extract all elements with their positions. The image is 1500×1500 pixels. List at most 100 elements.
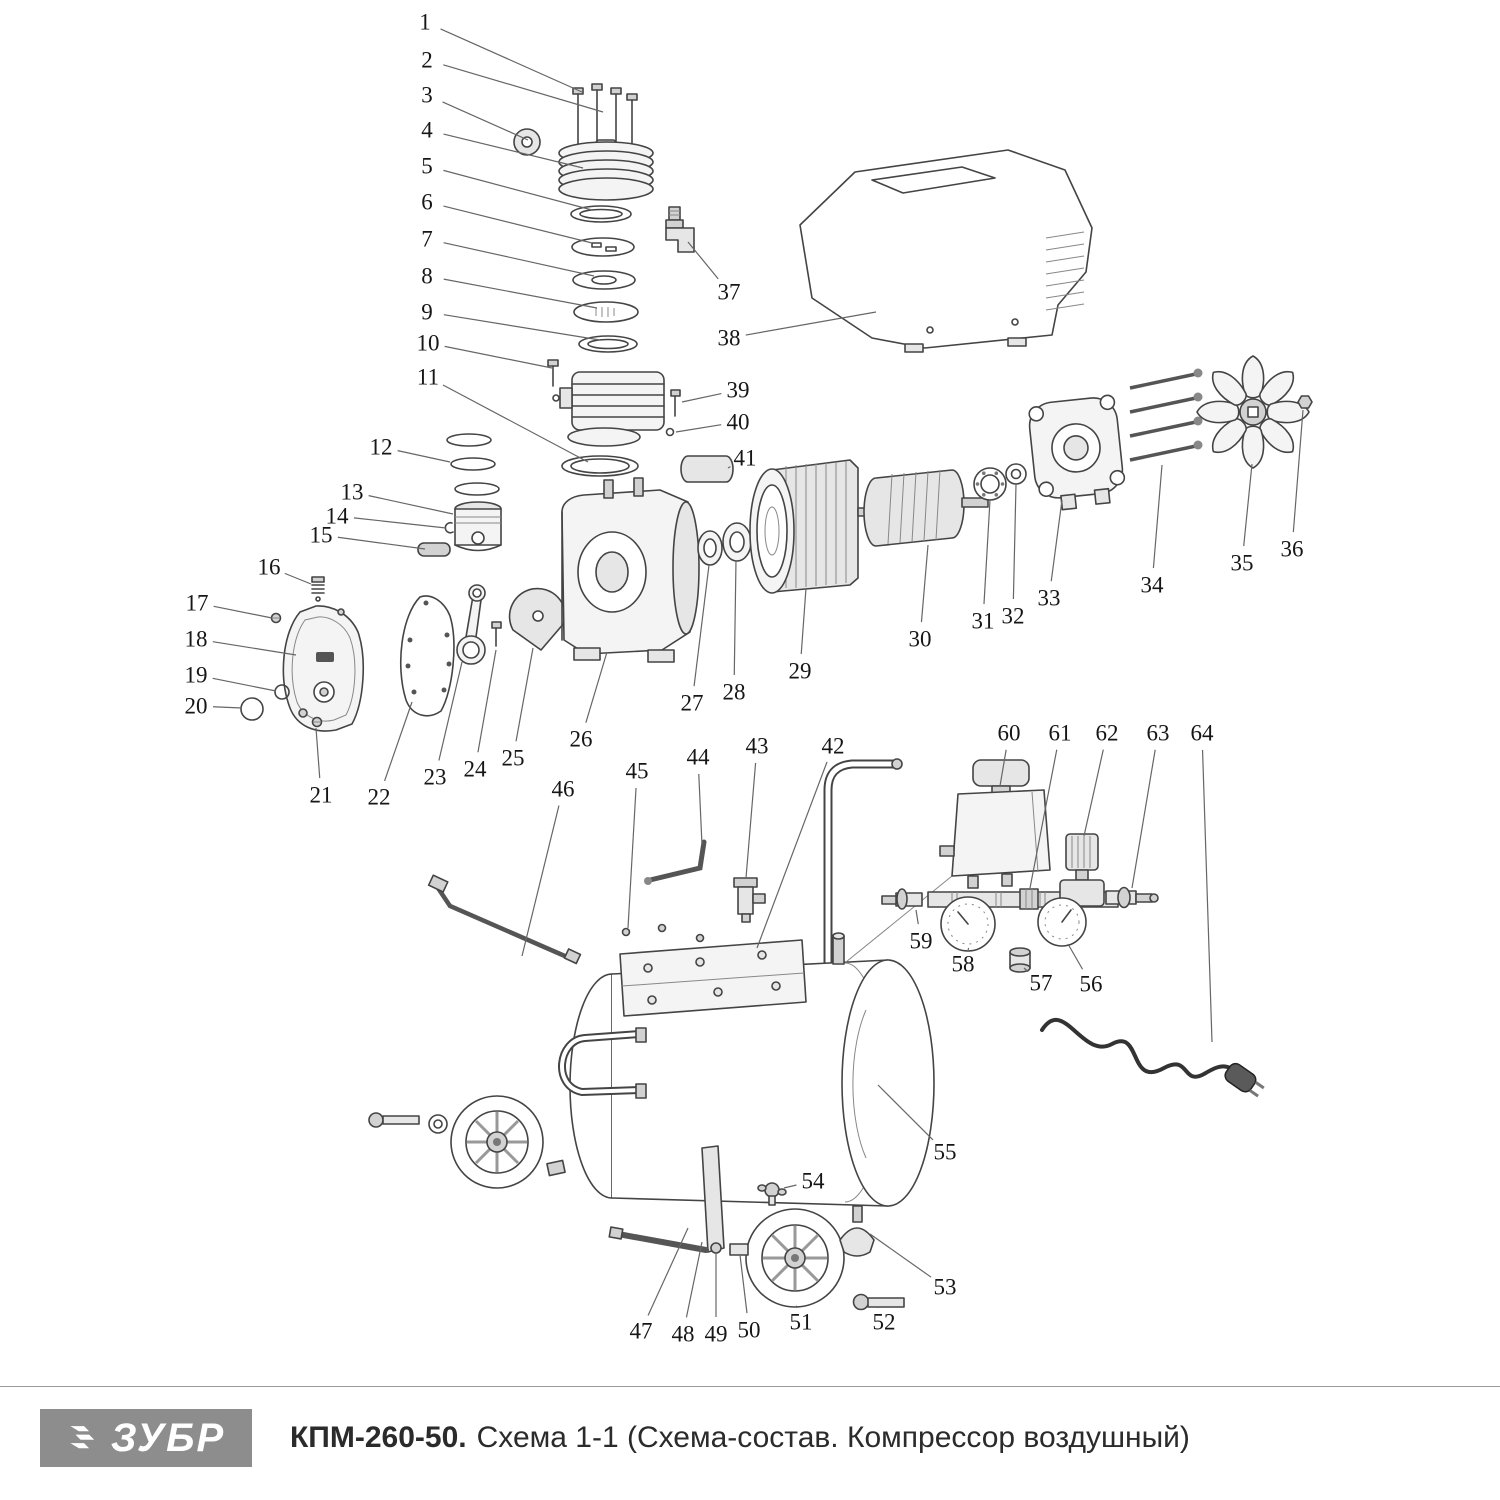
callout-number-6: 6 — [421, 190, 433, 215]
crankcase-group — [240, 584, 567, 732]
callout-number-40: 40 — [727, 410, 750, 435]
callout-line-56 — [1067, 943, 1084, 970]
pump-housing-group — [561, 477, 752, 663]
callout-number-17: 17 — [186, 591, 209, 616]
callout-line-37 — [687, 241, 719, 280]
scheme-label: Схема 1-1 (Схема-состав. Компрессор возд… — [476, 1421, 1190, 1454]
callout-line-45 — [627, 787, 637, 929]
callout-number-2: 2 — [421, 48, 433, 73]
callout-line-33 — [1050, 499, 1063, 582]
callout-line-11 — [442, 384, 589, 463]
pump-head-group — [513, 83, 734, 483]
callout-line-10 — [444, 345, 553, 369]
callout-line-31 — [983, 499, 991, 605]
callout-number-5: 5 — [421, 154, 433, 179]
callout-line-64 — [1201, 749, 1213, 1043]
callout-number-8: 8 — [421, 264, 433, 289]
callout-line-61 — [1029, 749, 1058, 889]
callout-line-19 — [212, 677, 277, 692]
footer: ЗУБР КПМ-260-50.Схема 1-1 (Схема-состав.… — [0, 1386, 1500, 1467]
callout-line-14 — [353, 517, 447, 529]
callout-number-46: 46 — [552, 777, 575, 802]
callout-line-1 — [440, 28, 583, 93]
tank-group — [368, 758, 953, 1311]
callout-number-25: 25 — [502, 746, 525, 771]
callout-number-23: 23 — [424, 765, 447, 790]
callout-line-39 — [681, 392, 722, 403]
callout-line-48 — [685, 1241, 703, 1318]
callout-line-58 — [967, 947, 970, 951]
callout-line-40 — [675, 424, 722, 433]
callout-number-16: 16 — [258, 555, 281, 580]
callout-number-48: 48 — [672, 1322, 695, 1347]
callout-line-46 — [521, 805, 560, 957]
callout-number-59: 59 — [910, 929, 933, 954]
callout-line-60 — [999, 749, 1007, 787]
callout-line-17 — [213, 605, 273, 619]
brand-chevron-icon — [70, 1426, 95, 1449]
callout-number-20: 20 — [185, 694, 208, 719]
callout-line-32 — [1012, 483, 1017, 600]
callout-number-63: 63 — [1147, 721, 1170, 746]
callout-number-61: 61 — [1049, 721, 1072, 746]
callout-number-9: 9 — [421, 300, 433, 325]
callout-line-59 — [915, 909, 919, 925]
callout-number-60: 60 — [998, 721, 1021, 746]
callout-line-6 — [443, 205, 593, 244]
callout-number-11: 11 — [417, 365, 439, 390]
callout-number-43: 43 — [746, 734, 769, 759]
callout-number-26: 26 — [570, 727, 593, 752]
callout-line-18 — [212, 641, 297, 656]
callout-number-45: 45 — [626, 759, 649, 784]
callout-line-21 — [315, 727, 321, 779]
callout-line-24 — [477, 649, 497, 753]
callout-number-15: 15 — [310, 523, 333, 548]
callout-line-51 — [795, 1305, 798, 1309]
callout-number-31: 31 — [972, 609, 995, 634]
callout-number-18: 18 — [185, 627, 208, 652]
callout-number-28: 28 — [723, 680, 746, 705]
callout-number-27: 27 — [681, 691, 704, 716]
callout-line-62 — [1083, 749, 1104, 837]
callout-line-55 — [877, 1084, 934, 1141]
callout-number-30: 30 — [909, 627, 932, 652]
callout-number-22: 22 — [368, 785, 391, 810]
callout-line-43 — [745, 762, 757, 879]
callout-number-42: 42 — [822, 734, 845, 759]
callout-number-53: 53 — [934, 1275, 957, 1300]
callout-number-62: 62 — [1096, 721, 1119, 746]
callout-line-5 — [443, 169, 593, 211]
callout-line-2 — [443, 64, 604, 113]
callout-number-34: 34 — [1141, 573, 1165, 598]
callout-line-47 — [647, 1227, 689, 1316]
callout-number-50: 50 — [738, 1318, 761, 1343]
callout-number-54: 54 — [802, 1169, 826, 1194]
callout-line-15 — [337, 536, 426, 550]
callout-line-50 — [739, 1254, 748, 1314]
callout-line-41 — [727, 466, 731, 469]
callout-number-36: 36 — [1281, 537, 1304, 562]
callout-number-52: 52 — [873, 1310, 896, 1335]
callout-number-56: 56 — [1080, 972, 1103, 997]
callout-number-24: 24 — [464, 757, 488, 782]
callout-line-13 — [368, 495, 454, 515]
callout-number-37: 37 — [718, 280, 741, 305]
callout-line-63 — [1131, 749, 1156, 889]
callout-line-22 — [384, 701, 413, 782]
callout-line-30 — [920, 544, 929, 623]
callout-line-35 — [1243, 463, 1253, 547]
callout-number-21: 21 — [310, 783, 333, 808]
callout-line-7 — [443, 242, 595, 277]
callout-line-54 — [783, 1184, 797, 1189]
callout-line-28 — [733, 559, 737, 676]
callout-number-33: 33 — [1038, 586, 1061, 611]
callout-line-9 — [443, 314, 601, 341]
controls-group — [881, 759, 1265, 1098]
callout-number-58: 58 — [952, 952, 975, 977]
brand-logo: ЗУБР — [40, 1409, 252, 1467]
callout-number-57: 57 — [1030, 971, 1053, 996]
callout-number-51: 51 — [790, 1310, 813, 1335]
callout-number-55: 55 — [934, 1140, 957, 1165]
